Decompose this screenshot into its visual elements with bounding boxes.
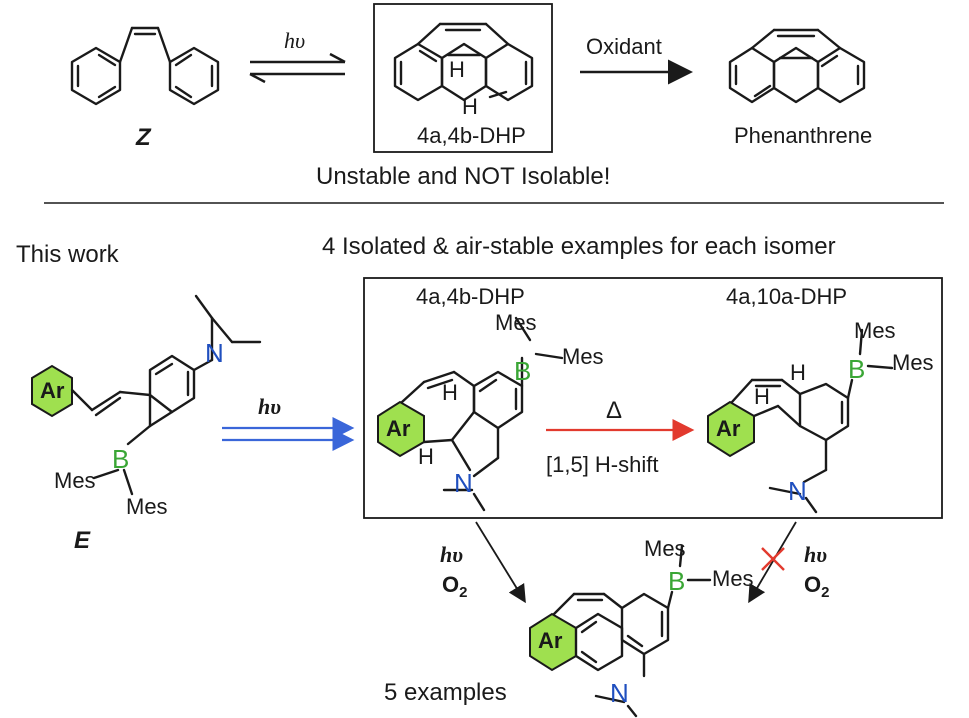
hv-label-main: hυ <box>258 394 281 419</box>
b-atom-product: B <box>668 566 685 596</box>
n-atom-right: N <box>788 476 807 506</box>
phenanthrene-product-structure <box>529 544 712 718</box>
mes-right-1: Mes <box>854 318 896 343</box>
oxidation-arrow-left <box>475 521 526 604</box>
phenanthrene-label: Phenanthrene <box>734 123 872 148</box>
isolated-header: 4 Isolated & air-stable examples for eac… <box>322 233 836 260</box>
mes-left-1: Mes <box>495 310 537 335</box>
b-atom-right: B <box>848 354 865 384</box>
oxidant-label: Oxidant <box>586 34 662 59</box>
n-atom-product: N <box>610 678 629 708</box>
dhp-structure-top <box>393 22 534 102</box>
ar-hexagon-start <box>31 364 73 418</box>
mes-left-2: Mes <box>562 344 604 369</box>
z-isomer-label: Z <box>135 124 152 151</box>
dhp-44b-structure <box>377 316 564 512</box>
n-atom-start: N <box>205 338 224 368</box>
ar-label-left: Ar <box>386 416 411 441</box>
dhp-label-top: 4a,4b-DHP <box>417 123 526 148</box>
shift-label: [1,5] H-shift <box>546 452 658 477</box>
photo-equilibrium-arrows <box>249 52 346 84</box>
starting-material-e <box>31 294 262 496</box>
b-atom-start: B <box>112 444 129 474</box>
dhp-box-bottom <box>363 277 943 519</box>
hv-label-ox-left: hυ <box>440 542 463 567</box>
unstable-note: Unstable and NOT Isolable! <box>316 163 610 190</box>
h-left-upper: H <box>442 380 458 405</box>
blocked-cross <box>761 547 785 571</box>
h-right-upper: H <box>790 360 806 385</box>
ar-label-right: Ar <box>716 416 741 441</box>
dhp-44b-label: 4a,4b-DHP <box>416 284 525 309</box>
mes-start-1: Mes <box>54 468 96 493</box>
mes-product-1: Mes <box>644 536 686 561</box>
o2-label-right: O2 <box>804 572 829 601</box>
examples-count-label: 5 examples <box>384 679 507 706</box>
oxidation-arrow-right <box>748 521 797 604</box>
ar-label-product: Ar <box>538 628 563 653</box>
o2-label-left: O2 <box>442 572 467 601</box>
mes-right-2: Mes <box>892 350 934 375</box>
hv-label-top: hυ <box>284 28 305 53</box>
h-label-top-lower: H <box>462 94 478 119</box>
mes-start-2: Mes <box>126 494 168 519</box>
b-atom-left: B <box>514 356 531 386</box>
mes-product-2: Mes <box>712 566 754 591</box>
n-atom-left: N <box>454 468 473 498</box>
h-label-top-upper: H <box>449 57 465 82</box>
h-left-lower: H <box>418 444 434 469</box>
e-isomer-label: E <box>74 527 91 554</box>
h-right-lower: H <box>754 384 770 409</box>
ar-hexagon-right <box>707 400 755 458</box>
this-work-label: This work <box>16 241 120 268</box>
dhp-410a-label: 4a,10a-DHP <box>726 284 847 309</box>
dhp-box-top <box>373 3 553 153</box>
z-stilbene-structure <box>70 26 220 106</box>
heat-label: Δ <box>606 397 622 424</box>
hv-label-ox-right: hυ <box>804 542 827 567</box>
dhp-410a-structure <box>707 328 894 514</box>
ar-label-start: Ar <box>40 378 65 403</box>
phenanthrene-structure <box>728 28 866 104</box>
